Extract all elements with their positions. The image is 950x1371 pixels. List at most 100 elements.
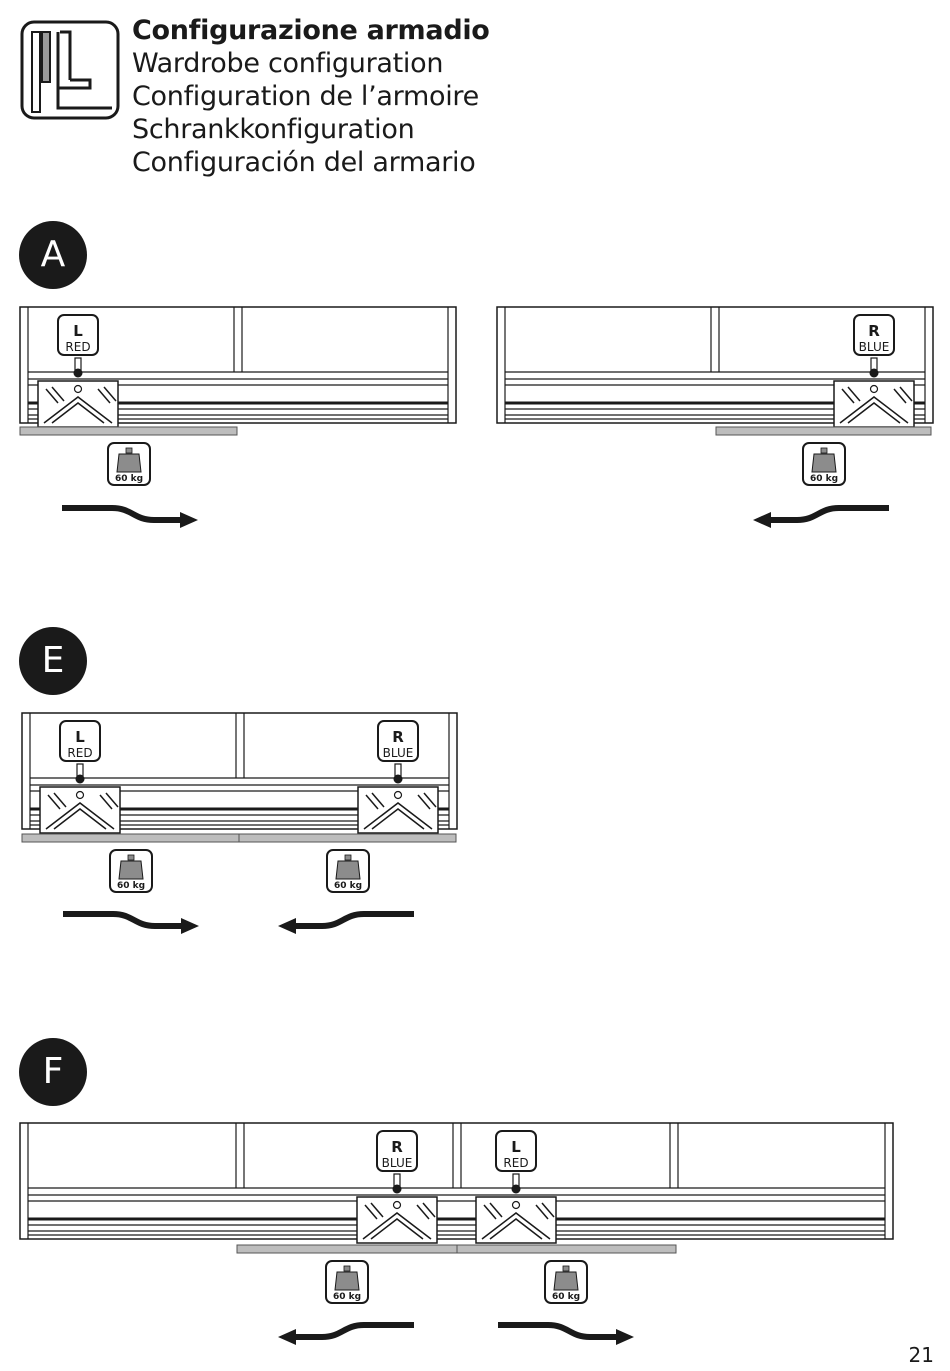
carriage-slot — [53, 792, 67, 808]
weight-label: 60 kg — [115, 474, 143, 484]
carriage-slot — [535, 1204, 549, 1220]
cabinet-frame — [19, 1122, 894, 1240]
arrow-head — [278, 1329, 296, 1345]
arrow-left-icon — [278, 1322, 414, 1345]
title-en: Wardrobe configuration — [132, 48, 444, 79]
roller-side-label: L — [75, 728, 85, 746]
weight-icon-body — [334, 1271, 360, 1291]
weight-label: 60 kg — [552, 1292, 580, 1302]
roller-side-label: L — [511, 1138, 521, 1156]
carriage-chevron — [481, 1212, 551, 1240]
roller-bolt-head — [393, 774, 403, 784]
door-panel — [21, 833, 240, 843]
section-badge-e: E — [19, 627, 87, 695]
carriage-chevron — [371, 808, 425, 830]
carriage-slot — [483, 1204, 497, 1220]
title-it: Configurazione armadio — [132, 15, 490, 46]
roller-label-box — [853, 314, 895, 356]
door-panel — [238, 833, 457, 843]
roller-label-box — [377, 720, 419, 762]
carriage-chevron — [847, 402, 901, 424]
weight-icon-body — [553, 1271, 579, 1291]
carriage-chevron — [43, 396, 113, 424]
weight-60kg-icon: 60 kg — [326, 849, 370, 893]
roller-bolt — [870, 357, 878, 371]
arrow-shaft — [62, 505, 182, 523]
weight-60kg-icon: 60 kg — [325, 1260, 369, 1304]
carriage-slot — [370, 1202, 384, 1218]
weight-icon-handle — [344, 854, 352, 861]
title-es: Configuración del armario — [132, 147, 476, 178]
carriage-slot — [899, 386, 913, 402]
weight-icon-handle — [343, 1265, 351, 1272]
roller-side-label: R — [391, 1138, 403, 1156]
arrow-shaft — [294, 911, 414, 929]
arrow-head — [278, 918, 296, 934]
roller-label-box — [495, 1130, 537, 1172]
carriage-chevron — [45, 802, 115, 830]
roller-bolt — [512, 1173, 520, 1187]
roller-side-label: R — [392, 728, 404, 746]
arrow-right-icon — [62, 505, 198, 528]
roller-side-label: R — [868, 322, 880, 340]
title-fr: Configuration de l’armoire — [132, 81, 479, 112]
roller-side-label: L — [73, 322, 83, 340]
carriage-slot — [422, 1202, 436, 1218]
weight-icon-handle — [125, 447, 133, 454]
weight-icon-handle — [562, 1265, 570, 1272]
carriage-slot — [103, 386, 117, 402]
weight-60kg-icon: 60 kg — [109, 849, 153, 893]
weight-label: 60 kg — [117, 881, 145, 891]
title-block: Configurazione armadio Wardrobe configur… — [132, 14, 490, 179]
section-badge-a: A — [19, 221, 87, 289]
carriage-pin — [869, 384, 879, 394]
weight-60kg-icon: 60 kg — [544, 1260, 588, 1304]
arrow-right-icon — [63, 911, 199, 934]
door-panel — [236, 1244, 458, 1254]
carriage-slot — [47, 794, 61, 810]
carriage-slot — [51, 386, 65, 402]
weight-60kg-icon: 60 kg — [802, 442, 846, 486]
roller-color-label: RED — [67, 746, 92, 760]
carriage-chevron — [53, 808, 107, 830]
carriage-slot — [105, 792, 119, 808]
door-panel — [456, 1244, 677, 1254]
arrow-shaft — [294, 1322, 414, 1340]
carriage-chevron — [489, 1218, 543, 1240]
roller-bolt-head — [392, 1184, 402, 1194]
carriage-chevron — [362, 1212, 432, 1240]
weight-icon-body — [811, 453, 837, 473]
page-number: 21 — [908, 1343, 934, 1367]
roller-bolt — [76, 763, 84, 777]
arrow-right-icon — [498, 1322, 634, 1345]
carriage-slot — [364, 1204, 378, 1220]
arrow-head — [616, 1329, 634, 1345]
arrow-left-icon — [753, 505, 889, 528]
roller-color-label: BLUE — [383, 746, 414, 760]
carriage-slot — [541, 1202, 555, 1218]
carriage-pin — [393, 790, 403, 800]
carriage-slot — [416, 1204, 430, 1220]
carriage-slot — [423, 792, 437, 808]
arrow-shaft — [498, 1322, 618, 1340]
weight-label: 60 kg — [333, 1292, 361, 1302]
roller-bolt — [393, 1173, 401, 1187]
title-de: Schrankkonfiguration — [132, 114, 415, 145]
roller-bolt-head — [511, 1184, 521, 1194]
roller-color-label: BLUE — [382, 1156, 413, 1170]
roller-label-box — [59, 720, 101, 762]
roller-bolt-head — [869, 368, 879, 378]
arrow-left-icon — [278, 911, 414, 934]
arrow-head — [181, 918, 199, 934]
wardrobe-profile-icon — [20, 20, 120, 120]
door-panel — [19, 426, 238, 436]
carriage-slot — [365, 794, 379, 810]
